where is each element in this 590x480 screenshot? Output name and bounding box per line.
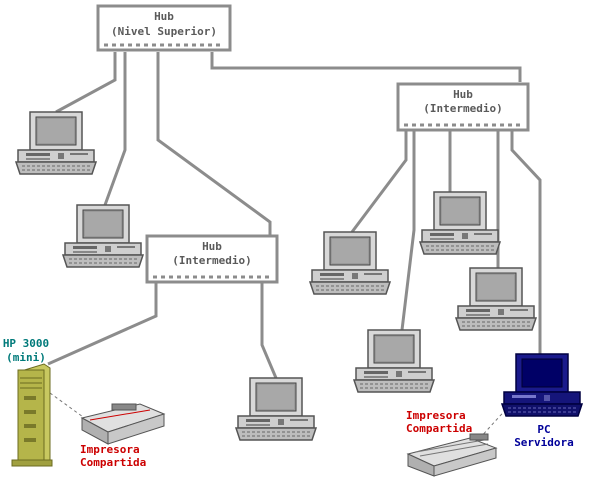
- hub-middle-subtitle: (Intermedio): [172, 254, 251, 267]
- computer-icon: [235, 377, 317, 441]
- printer-icon: [406, 433, 498, 477]
- hub-top-level: Hub (Nivel Superior): [96, 4, 232, 52]
- link-mini-printer: [49, 392, 91, 423]
- cable-right-hub-server: [510, 130, 542, 354]
- computer-icon: [309, 231, 391, 295]
- server-label-line2: Servidora: [514, 436, 574, 449]
- computer-icon: [353, 329, 435, 393]
- cable-top-hub-middle-hub: [156, 52, 272, 236]
- printer-right-label-line1: Impresora: [406, 409, 466, 422]
- computer-icon: [15, 111, 97, 175]
- computer-icon: [62, 204, 144, 268]
- cable-right-hub-pc6: [400, 130, 416, 331]
- hub-right-title: Hub: [453, 88, 473, 101]
- hub-intermediate-right: Hub (Intermedio): [396, 82, 530, 132]
- computer-icon: [419, 191, 501, 255]
- hub-top-title: Hub: [154, 10, 174, 23]
- hub-middle-title: Hub: [202, 240, 222, 253]
- hub-intermediate-middle: Hub (Intermedio): [145, 234, 279, 284]
- cables: [47, 52, 542, 441]
- printer-right-label-line2: Compartida: [406, 422, 472, 435]
- cable-top-hub-pc2: [103, 52, 127, 206]
- server-label-line1: PC: [537, 423, 550, 436]
- cable-middle-hub-pc7: [260, 282, 278, 379]
- minicomputer-icon: [11, 363, 53, 467]
- computer-icon: [455, 267, 537, 331]
- printer-left-label-line2: Compartida: [80, 456, 146, 469]
- hub-top-subtitle: (Nivel Superior): [111, 25, 217, 38]
- server-computer-icon: [501, 353, 583, 417]
- printer-left-label-line1: Impresora: [80, 443, 140, 456]
- cable-middle-hub-mini: [47, 282, 158, 366]
- printer-icon: [80, 403, 166, 445]
- cable-top-hub-pc1: [55, 52, 117, 114]
- mini-label-line1: HP 3000: [3, 337, 49, 350]
- cable-right-hub-pc3: [350, 130, 408, 233]
- cable-top-hub-right-hub: [210, 52, 522, 82]
- mini-label-line2: (mini): [6, 351, 46, 364]
- hub-right-subtitle: (Intermedio): [423, 102, 502, 115]
